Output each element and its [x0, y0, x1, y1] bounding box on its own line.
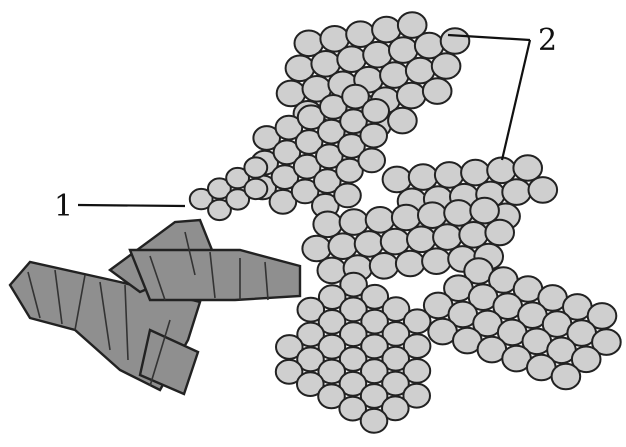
duct-system [10, 220, 300, 394]
leader-line-1 [78, 205, 185, 206]
acinar-cell [361, 409, 388, 433]
acinar-cell [441, 28, 470, 54]
acinar-cell [485, 220, 514, 246]
acinar-cell [370, 253, 399, 279]
acinar-cell [358, 149, 385, 173]
leader-line-2b [502, 40, 530, 160]
acinar-cell [502, 179, 531, 205]
acinar-cell-clusters [190, 12, 621, 432]
acinar-cell [396, 251, 425, 277]
acinar-cell [334, 184, 361, 208]
acinar-cell [360, 124, 387, 148]
label-2: 2 [538, 23, 557, 58]
label-1: 1 [54, 189, 73, 224]
acinar-cell [245, 179, 268, 199]
acinar-cell [388, 108, 417, 134]
acinar-cell [422, 248, 451, 274]
acinar-cell [244, 157, 267, 177]
acinar-cell [423, 78, 452, 104]
acinar-cell [432, 53, 461, 79]
acinar-cell [362, 99, 389, 123]
acinar-cell [529, 177, 558, 203]
acinar-cell [552, 364, 581, 390]
acinar-cell [397, 83, 426, 109]
